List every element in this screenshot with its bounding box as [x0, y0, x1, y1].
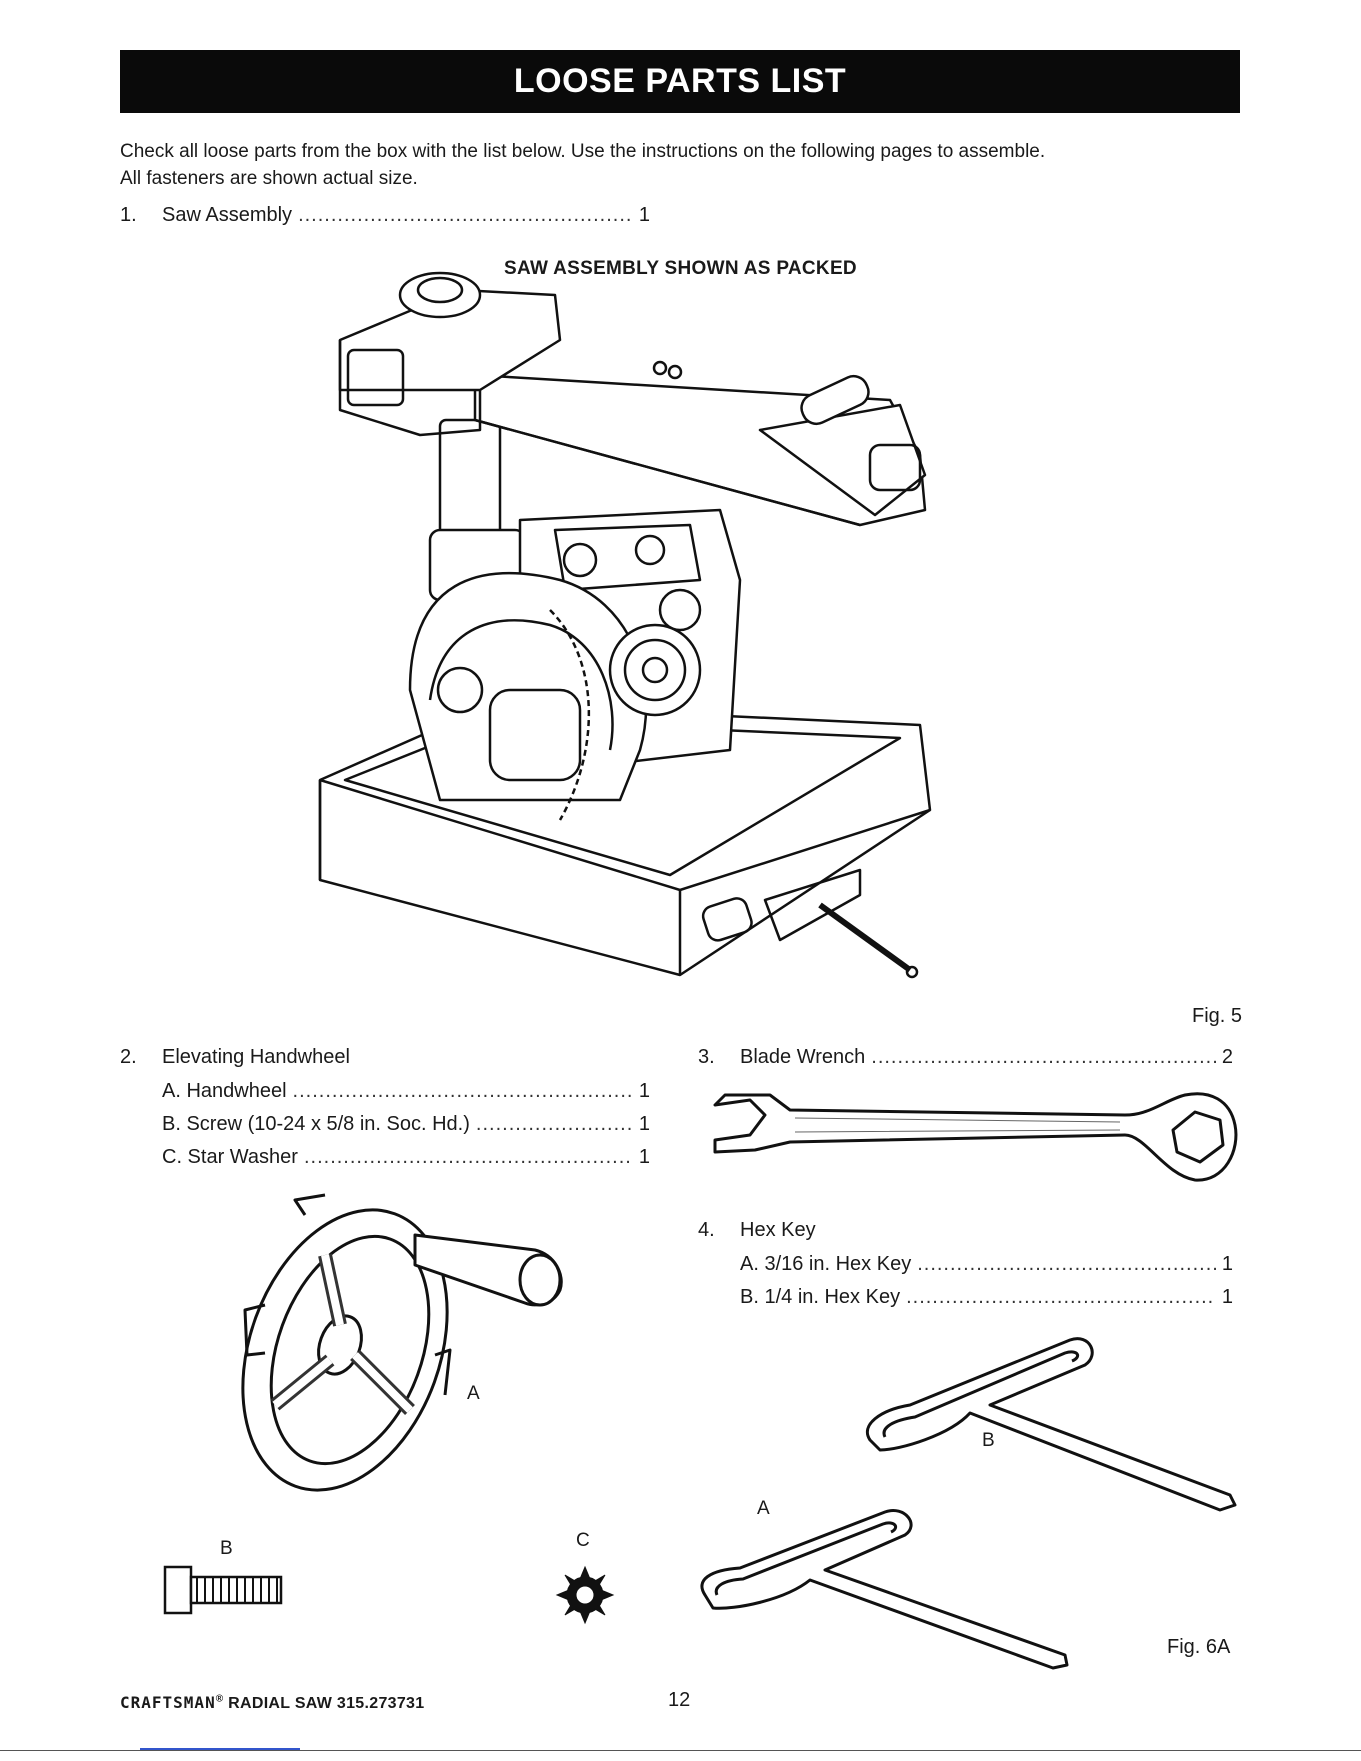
hex-key-b-illustration: [866, 1337, 1237, 1512]
part-quantity: 1: [638, 1146, 650, 1168]
blade-wrench-illustration: [713, 1092, 1238, 1182]
part-row-hex-key-a: A. 3/16 in. Hex Key 1: [740, 1253, 1233, 1276]
part-row-saw-assembly: 1. Saw Assembly 1: [120, 204, 650, 227]
leader-dots: [476, 1113, 633, 1136]
part-row-handwheel: A. Handwheel 1: [162, 1080, 650, 1103]
leader-dots: [906, 1286, 1216, 1309]
part-label: C. Star Washer: [162, 1146, 298, 1168]
saw-figure-caption: SAW ASSEMBLY SHOWN AS PACKED: [504, 258, 857, 279]
intro-line-1: Check all loose parts from the box with …: [120, 141, 1046, 162]
saw-assembly-illustration: [318, 271, 932, 979]
screw-illustration: [163, 1565, 283, 1615]
page-title: LOOSE PARTS LIST: [513, 62, 847, 100]
figure-6a-label: Fig. 6A: [1167, 1636, 1231, 1658]
part-number: 1.: [120, 204, 137, 226]
hex-key-a-illustration: [700, 1509, 1069, 1670]
part-quantity: 1: [1221, 1253, 1233, 1275]
part-label: Saw Assembly: [162, 204, 293, 226]
leader-dots: [304, 1146, 633, 1169]
page-title-banner: LOOSE PARTS LIST: [120, 50, 1240, 113]
hex-key-a-callout: A: [757, 1498, 770, 1519]
part-number: 3.: [698, 1046, 715, 1068]
part-label: A. 3/16 in. Hex Key: [740, 1253, 912, 1275]
product-model: RADIAL SAW 315.273731: [228, 1695, 425, 1712]
part-quantity: 1: [638, 1080, 650, 1102]
figure-5-label: Fig. 5: [1192, 1005, 1243, 1027]
part-label: A. Handwheel: [162, 1080, 287, 1102]
screw-callout: B: [220, 1538, 233, 1559]
part-number: 4.: [698, 1219, 715, 1241]
registered-mark: ®: [215, 1693, 224, 1705]
part-row-hex-key-b: B. 1/4 in. Hex Key 1: [740, 1286, 1233, 1309]
part-quantity: 1: [638, 1113, 650, 1135]
footer-product: CRAFTSMAN® RADIAL SAW 315.273731: [120, 1693, 424, 1713]
part-number: 2.: [120, 1046, 137, 1068]
part-label: B. Screw (10-24 x 5/8 in. Soc. Hd.): [162, 1113, 470, 1135]
page-number: 12: [668, 1689, 691, 1711]
part-row-elevating-handwheel: 2. Elevating Handwheel: [120, 1046, 350, 1069]
leader-dots: [871, 1046, 1216, 1069]
handwheel-callout: A: [467, 1383, 480, 1404]
part-quantity: 2: [1221, 1046, 1233, 1068]
link-underline: [140, 1748, 300, 1750]
star-washer-illustration: [555, 1565, 615, 1625]
leader-dots: [293, 1080, 633, 1103]
washer-callout: C: [576, 1530, 590, 1551]
handwheel-illustration: [241, 1193, 563, 1492]
part-label: B. 1/4 in. Hex Key: [740, 1286, 901, 1308]
hex-key-b-callout: B: [982, 1430, 995, 1451]
leader-dots: [917, 1253, 1216, 1276]
leader-dots: [298, 204, 633, 227]
part-row-star-washer: C. Star Washer 1: [162, 1146, 650, 1169]
part-quantity: 1: [638, 204, 650, 226]
part-row-hex-key: 4. Hex Key: [698, 1219, 816, 1242]
bottom-rule: [0, 1750, 1361, 1751]
part-row-screw: B. Screw (10-24 x 5/8 in. Soc. Hd.) 1: [162, 1113, 650, 1136]
brand-logo: CRAFTSMAN: [120, 1693, 216, 1712]
part-label: Elevating Handwheel: [162, 1046, 350, 1068]
part-quantity: 1: [1221, 1286, 1233, 1308]
part-label: Hex Key: [740, 1219, 816, 1241]
part-row-blade-wrench: 3. Blade Wrench 2: [698, 1046, 1233, 1069]
intro-line-2: All fasteners are shown actual size.: [120, 168, 418, 189]
intro-text: Check all loose parts from the box with …: [120, 138, 1260, 192]
part-label: Blade Wrench: [740, 1046, 866, 1068]
